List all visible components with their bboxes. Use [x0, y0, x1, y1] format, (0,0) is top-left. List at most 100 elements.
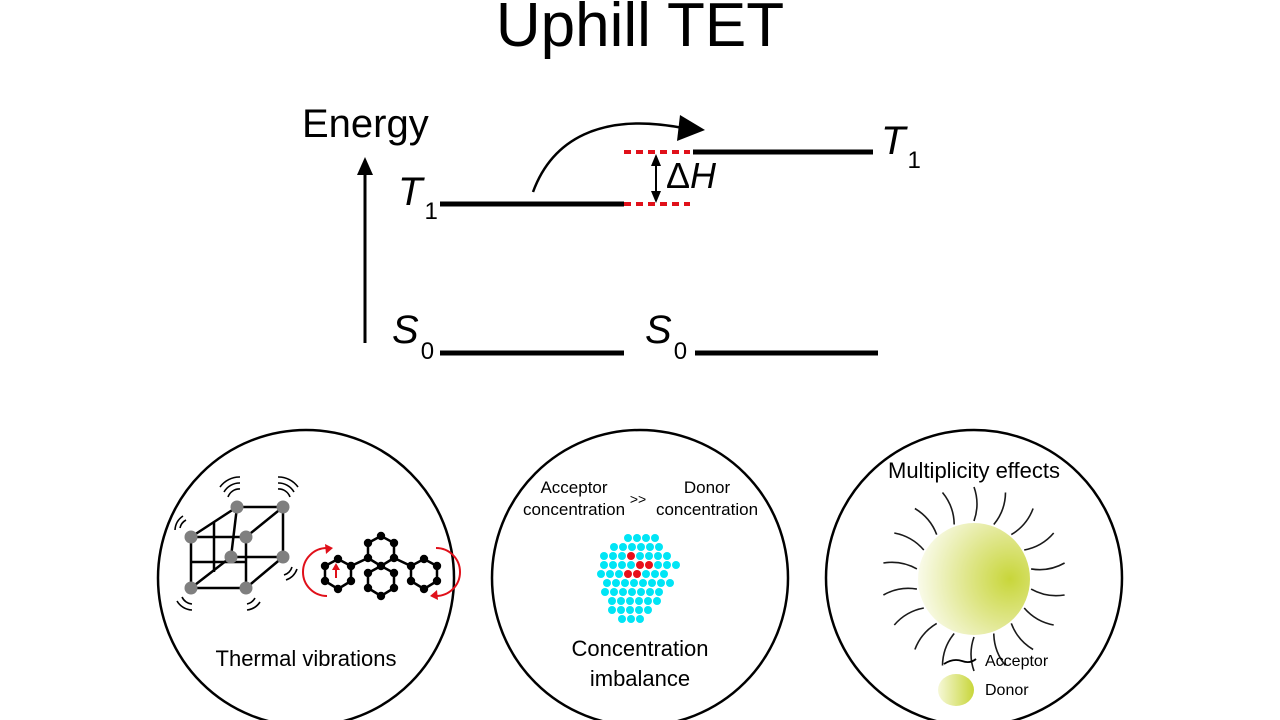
left-t1-label: T1: [398, 172, 438, 224]
acceptor-molecule-dot: [654, 561, 662, 569]
acceptor-molecule-dot: [630, 579, 638, 587]
h-symbol: H: [690, 155, 717, 196]
acceptor-molecule-dot: [619, 588, 627, 596]
acceptor-molecule-dot: [637, 588, 645, 596]
right-t1-label: T1: [881, 121, 921, 173]
acceptor-molecule-dot: [600, 561, 608, 569]
acceptor-molecule-dot: [648, 579, 656, 587]
acceptor-legend-icon: [943, 658, 977, 665]
acceptor-ligands: [883, 486, 1065, 672]
acceptor-molecule-dot: [603, 579, 611, 587]
acceptor-molecule-dot: [615, 570, 623, 578]
acceptor-molecule-dot: [617, 597, 625, 605]
acceptor-molecule-dot: [597, 570, 605, 578]
donor-concentration-label: Donor concentration: [652, 477, 762, 521]
acceptor-molecule-dot: [653, 597, 661, 605]
donor-molecule-dot: [624, 570, 632, 578]
delta-h-arrowhead-up: [651, 154, 661, 166]
donor-label-line1: Donor: [683, 478, 731, 497]
left-s0-symbol: S: [392, 308, 419, 352]
acceptor-ligand: [883, 561, 918, 570]
acceptor-molecule-dot: [645, 552, 653, 560]
acceptor-ligand: [1010, 623, 1034, 651]
acceptor-ligand: [973, 486, 978, 522]
acceptor-molecule-dot: [601, 588, 609, 596]
acceptor-molecule-dot: [628, 543, 636, 551]
molecule-atoms: [320, 531, 442, 601]
right-s0-subscript: 0: [673, 338, 688, 365]
acceptor-molecule-dot: [655, 543, 663, 551]
acceptor-ligand: [883, 587, 918, 596]
acceptor-molecule-dot: [626, 597, 634, 605]
acceptor-molecule-dot: [627, 561, 635, 569]
cube-lattice-icon: [189, 505, 285, 590]
acceptor-molecule-dot: [654, 552, 662, 560]
delta-h-label: ΔH: [666, 158, 716, 194]
acceptor-molecule-dot: [646, 588, 654, 596]
acceptor-molecule-dot: [636, 615, 644, 623]
acceptor-molecule-dot: [600, 552, 608, 560]
donor-label-line2: concentration: [655, 500, 759, 519]
energy-axis-arrowhead: [357, 157, 373, 175]
acceptor-ligand: [894, 532, 925, 551]
acceptor-molecules-cluster: [597, 534, 680, 623]
acceptor-molecule-dot: [610, 543, 618, 551]
acceptor-ligand: [941, 491, 955, 525]
acceptor-molecule-dot: [642, 534, 650, 542]
transfer-arrow-curve: [531, 122, 684, 193]
acceptor-molecule-dot: [635, 597, 643, 605]
donor-molecule-dot: [627, 552, 635, 560]
acceptor-ligand: [914, 507, 938, 535]
acceptor-ligand: [1024, 532, 1055, 551]
acceptor-molecule-dot: [608, 606, 616, 614]
left-t1-subscript: 1: [424, 198, 438, 225]
donor-molecule-dot: [645, 561, 653, 569]
acceptor-molecule-dot: [617, 606, 625, 614]
donor-legend-label: Donor: [985, 682, 1029, 699]
acceptor-ligand: [1023, 607, 1054, 626]
energy-axis-label: Energy: [302, 102, 429, 146]
donor-sphere-icon: [918, 523, 1030, 635]
acceptor-molecule-dot: [633, 534, 641, 542]
donor-legend-icon: [938, 674, 974, 706]
right-t1-subscript: 1: [907, 147, 921, 174]
acceptor-ligand: [914, 622, 938, 650]
acceptor-ligand: [1030, 588, 1065, 597]
acceptor-molecule-dot: [626, 606, 634, 614]
acceptor-molecule-dot: [624, 534, 632, 542]
acceptor-molecule-dot: [655, 588, 663, 596]
delta-symbol: Δ: [666, 155, 691, 196]
acceptor-molecule-dot: [637, 543, 645, 551]
vibration-marks: [174, 476, 299, 611]
acceptor-molecule-dot: [621, 579, 629, 587]
caption-line1: Concentration: [571, 636, 709, 661]
page-title: Uphill TET: [495, 0, 785, 60]
lattice-nodes: [184, 500, 290, 595]
acceptor-ligand: [993, 633, 1007, 667]
acceptor-legend-label: Acceptor: [985, 653, 1049, 670]
comparator-label: >>: [629, 491, 647, 507]
concentration-imbalance-panel: [490, 428, 790, 720]
thermal-vibrations-panel: [156, 428, 456, 720]
acceptor-ligand: [1030, 562, 1065, 571]
acceptor-molecule-dot: [610, 588, 618, 596]
acceptor-molecule-dot: [663, 552, 671, 560]
right-s0-symbol: S: [645, 308, 672, 352]
acceptor-molecule-dot: [606, 570, 614, 578]
acceptor-molecule-dot: [628, 588, 636, 596]
acceptor-label-line1: Acceptor: [540, 478, 608, 497]
acceptor-molecule-dot: [608, 597, 616, 605]
acceptor-molecule-dot: [618, 615, 626, 623]
acceptor-molecule-dot: [635, 606, 643, 614]
acceptor-molecule-dot: [657, 579, 665, 587]
acceptor-molecule-dot: [660, 570, 668, 578]
acceptor-molecule-dot: [609, 552, 617, 560]
donor-molecule-dot: [633, 570, 641, 578]
acceptor-molecule-dot: [644, 606, 652, 614]
transfer-arrowhead: [677, 115, 705, 141]
acceptor-molecule-dot: [644, 597, 652, 605]
rotation-arrowheads: [325, 544, 438, 600]
multiplicity-effects-panel: [824, 428, 1124, 720]
acceptor-molecule-dot: [639, 579, 647, 587]
